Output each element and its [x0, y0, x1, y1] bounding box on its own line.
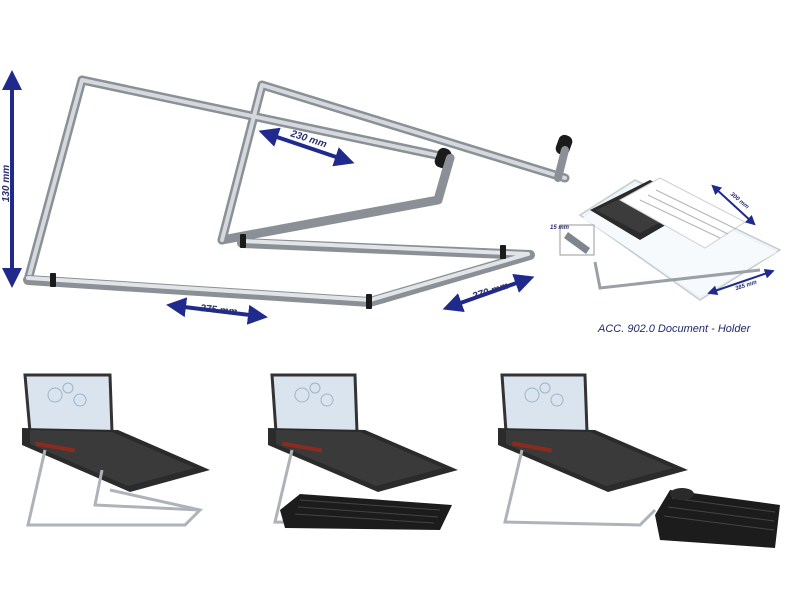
doc-holder-dim-b: 15 mm: [550, 225, 570, 231]
width-bottom-arrow: [166, 297, 268, 325]
usage-photo-2: [268, 373, 458, 530]
depth-bottom-arrow: [442, 273, 535, 313]
usage-photo-3: [498, 373, 780, 548]
dimension-arrows: [2, 70, 535, 325]
document-holder-caption: ACC. 902.0 Document - Holder: [598, 323, 751, 335]
usage-photo-1: [22, 373, 210, 527]
tube-joint-rings: [50, 234, 506, 309]
depth-top-arrow: [258, 127, 355, 167]
